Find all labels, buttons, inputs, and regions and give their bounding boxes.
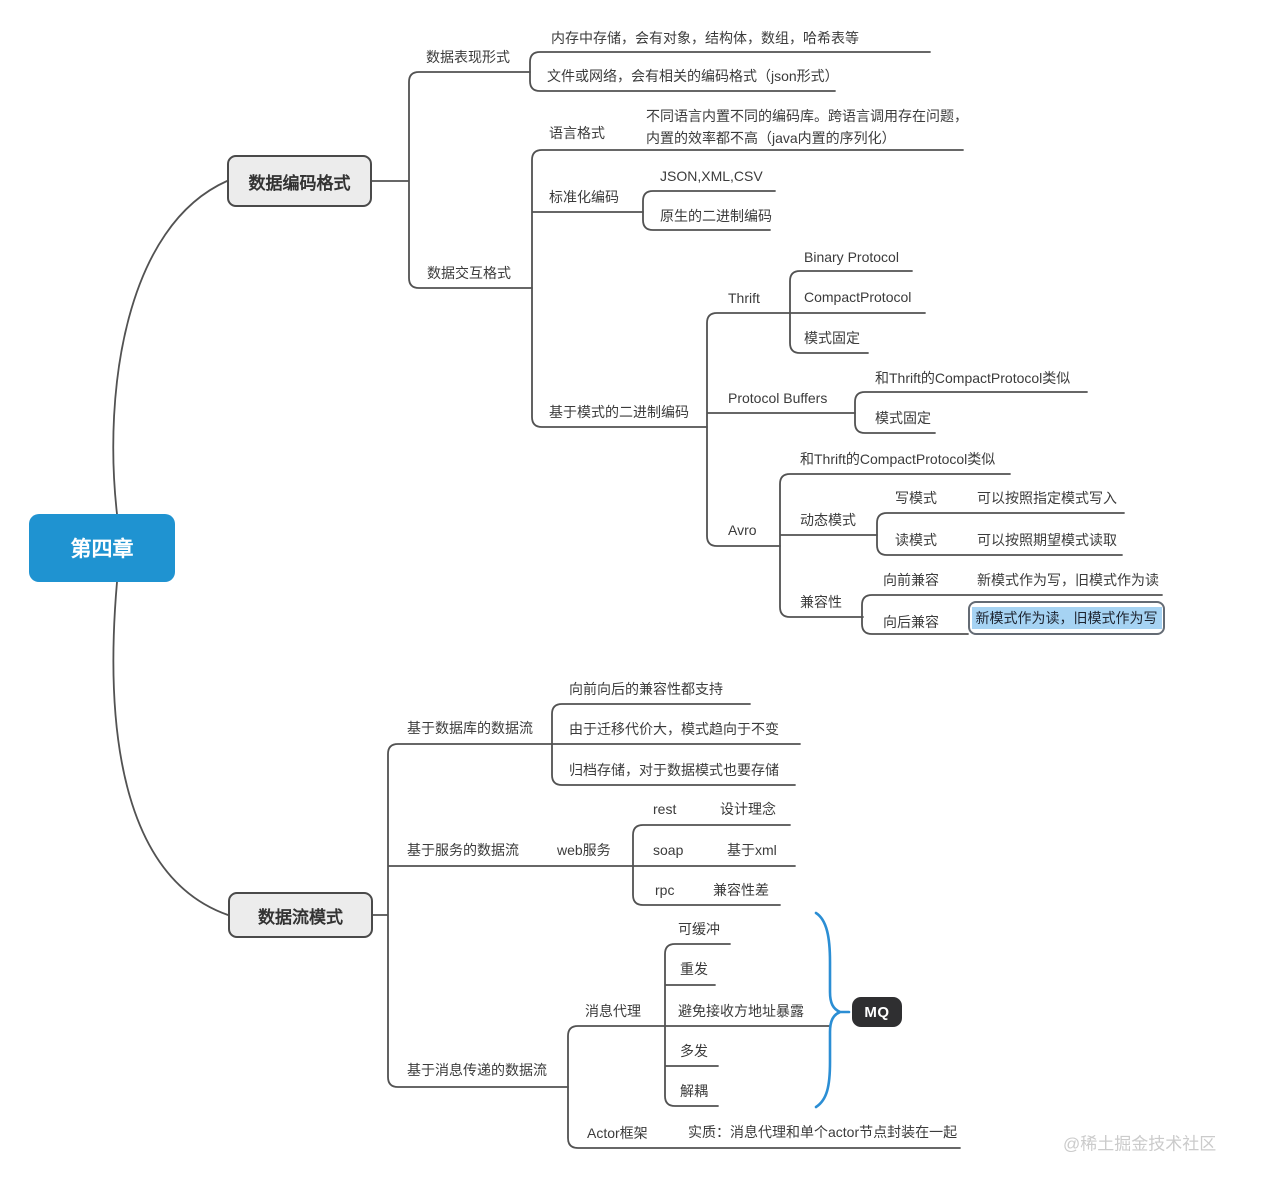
branch-node-encoding[interactable]: 数据编码格式 — [227, 155, 372, 207]
highlighted-text: 新模式作为读，旧模式作为写 — [971, 607, 1162, 629]
node-rest-desc[interactable]: 设计理念 — [720, 801, 776, 817]
node-message-broker[interactable]: 消息代理 — [585, 1003, 641, 1019]
node-backward-compat-desc-selected[interactable]: 新模式作为读，旧模式作为写 — [968, 601, 1165, 635]
node-read-schema-desc[interactable]: 可以按照期望模式读取 — [977, 532, 1117, 548]
fork-database-children — [551, 703, 801, 786]
branch-node-encoding-label: 数据编码格式 — [248, 173, 351, 193]
summary-node-mq-label: MQ — [864, 1003, 890, 1021]
node-standard-encoding[interactable]: 标准化编码 — [549, 189, 619, 205]
root-node-label: 第四章 — [70, 538, 134, 561]
node-soap-desc[interactable]: 基于xml — [727, 842, 777, 858]
node-thrift-fixed-schema[interactable]: 模式固定 — [804, 330, 860, 346]
fork-interaction-children — [531, 149, 964, 428]
node-native-binary[interactable]: 原生的二进制编码 — [660, 208, 772, 224]
fork-compatibility-children — [861, 594, 1163, 635]
node-rpc-desc[interactable]: 兼容性差 — [713, 882, 769, 898]
node-soap[interactable]: soap — [653, 842, 684, 858]
node-broker-hide-address[interactable]: 避免接收方地址暴露 — [678, 1003, 804, 1019]
node-service-flow[interactable]: 基于服务的数据流 — [407, 842, 519, 858]
node-avro-dynamic-schema[interactable]: 动态模式 — [800, 512, 856, 528]
node-broker-buffer[interactable]: 可缓冲 — [678, 921, 720, 937]
node-read-schema[interactable]: 读模式 — [895, 532, 937, 548]
node-broker-multicast[interactable]: 多发 — [680, 1043, 708, 1059]
node-schema-binary[interactable]: 基于模式的二进制编码 — [549, 404, 689, 420]
node-web-service[interactable]: web服务 — [557, 842, 611, 858]
node-thrift[interactable]: Thrift — [728, 290, 760, 306]
node-rpc[interactable]: rpc — [655, 882, 675, 898]
node-database-flow[interactable]: 基于数据库的数据流 — [407, 720, 533, 736]
fork-web-children — [632, 824, 796, 906]
node-database-archive[interactable]: 归档存储，对于数据模式也要存储 — [569, 762, 779, 778]
node-rest[interactable]: rest — [653, 801, 677, 817]
node-forward-compat[interactable]: 向前兼容 — [883, 572, 939, 588]
node-forward-compat-desc[interactable]: 新模式作为写，旧模式作为读 — [977, 572, 1159, 588]
root-node[interactable]: 第四章 — [29, 514, 175, 582]
node-thrift-compact-protocol[interactable]: CompactProtocol — [804, 289, 912, 305]
node-interaction[interactable]: 数据交互格式 — [427, 265, 511, 281]
fork-avro-children — [779, 473, 1011, 618]
node-representation[interactable]: 数据表现形式 — [426, 49, 510, 65]
node-actor-framework-desc[interactable]: 实质：消息代理和单个actor节点封装在一起 — [688, 1124, 958, 1140]
node-standard-formats[interactable]: JSON,XML,CSV — [660, 168, 763, 184]
node-database-migration[interactable]: 由于迁移代价大，模式趋向于不变 — [569, 721, 779, 737]
fork-messaging-children — [567, 1025, 961, 1149]
fork-dynamic-schema-children — [876, 512, 1125, 556]
node-backward-compat[interactable]: 向后兼容 — [883, 614, 939, 630]
fork-protobuf-children — [854, 391, 1088, 434]
node-protobuf[interactable]: Protocol Buffers — [728, 390, 828, 406]
branch-node-dataflow[interactable]: 数据流模式 — [228, 892, 373, 938]
fork-encoding-children — [371, 71, 533, 289]
node-protobuf-fixed-schema[interactable]: 模式固定 — [875, 410, 931, 426]
node-broker-resend[interactable]: 重发 — [680, 961, 708, 977]
connector-root-to-encoding — [112, 180, 228, 515]
node-avro-compatibility[interactable]: 兼容性 — [800, 594, 842, 610]
branch-node-dataflow-label: 数据流模式 — [258, 907, 343, 927]
node-avro-similar[interactable]: 和Thrift的CompactProtocol类似 — [800, 451, 996, 467]
watermark: @稀土掘金技术社区 — [1063, 1134, 1217, 1154]
node-broker-decouple[interactable]: 解耦 — [680, 1083, 708, 1099]
fork-schema-binary-children — [706, 312, 856, 547]
node-actor-framework[interactable]: Actor框架 — [587, 1125, 648, 1141]
node-messaging-flow[interactable]: 基于消息传递的数据流 — [407, 1062, 547, 1078]
fork-standard-children — [642, 190, 776, 231]
language-desc-line1: 不同语言内置不同的编码库。跨语言调用存在问题， — [646, 108, 968, 124]
summary-node-mq[interactable]: MQ — [852, 997, 902, 1027]
node-protobuf-similar[interactable]: 和Thrift的CompactProtocol类似 — [875, 370, 1071, 386]
language-desc-line2: 内置的效率都不高（java内置的序列化） — [646, 130, 896, 146]
fork-broker-children — [664, 943, 831, 1107]
fork-thrift-children — [789, 270, 926, 354]
node-representation-memory[interactable]: 内存中存储，会有对象，结构体，数组，哈希表等 — [551, 30, 859, 46]
node-write-schema-desc[interactable]: 可以按照指定模式写入 — [977, 490, 1117, 506]
node-representation-file[interactable]: 文件或网络，会有相关的编码格式（json形式） — [547, 68, 839, 84]
node-write-schema[interactable]: 写模式 — [895, 490, 937, 506]
node-language-format[interactable]: 语言格式 — [549, 125, 605, 141]
node-thrift-binary-protocol[interactable]: Binary Protocol — [804, 249, 899, 265]
summary-brace — [814, 911, 851, 1109]
fork-representation-children — [529, 51, 931, 92]
node-language-format-desc[interactable]: 不同语言内置不同的编码库。跨语言调用存在问题， 内置的效率都不高（java内置的… — [646, 105, 968, 149]
connector-root-to-dataflow — [112, 581, 229, 916]
fork-dataflow-children — [372, 743, 634, 1088]
node-avro[interactable]: Avro — [728, 522, 757, 538]
node-database-both-compat[interactable]: 向前向后的兼容性都支持 — [569, 681, 723, 697]
